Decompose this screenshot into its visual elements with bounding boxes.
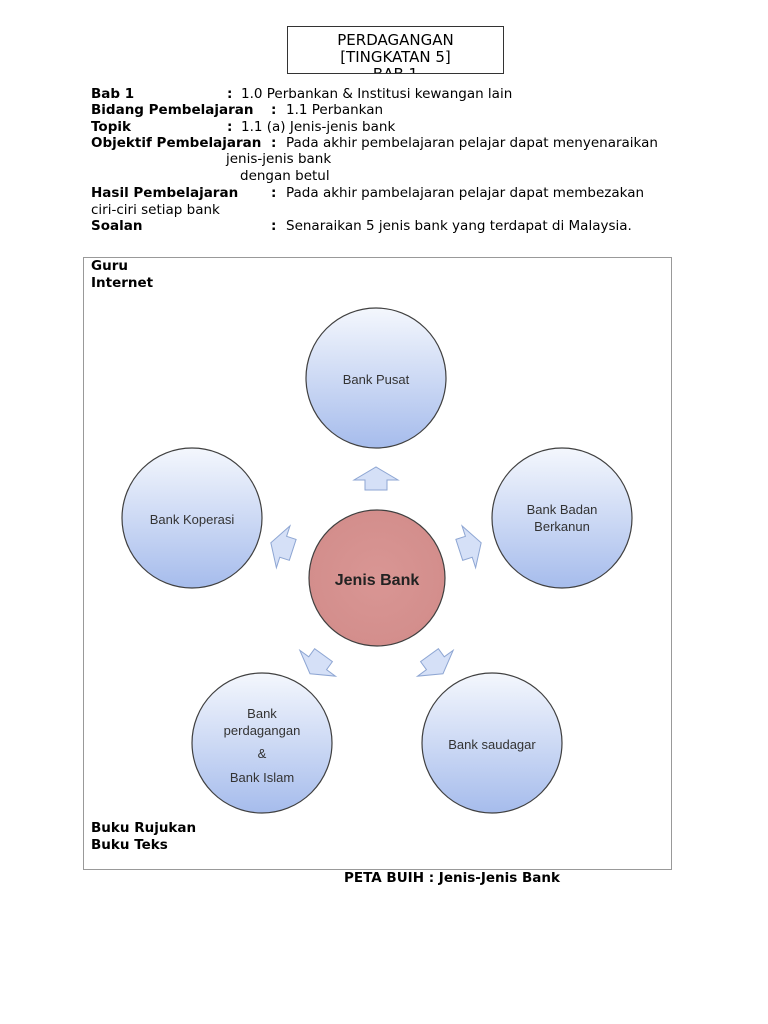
meta-label: Objektif Pembelajaran — [91, 135, 262, 151]
meta-value-continued: jenis-jenis bank — [226, 151, 332, 167]
source-internet: Internet — [91, 274, 154, 291]
meta-row-objektif: Objektif Pembelajaran : Pada akhir pembe… — [91, 135, 691, 187]
bubble-map-frame: Guru Internet Bank Pusat — [83, 257, 672, 870]
meta-value: Pada akhir pambelajaran pelajar dapat me… — [286, 185, 645, 201]
source-buku-teks: Buku Teks — [91, 836, 168, 853]
arrow-to-bank-perdagangan — [298, 647, 338, 677]
title-box: PERDAGANGAN [TINGKATAN 5] BAB 1 — [287, 26, 504, 74]
meta-value: 1.0 Perbankan & Institusi kewangan lain — [241, 86, 513, 102]
node-label: Bank Islam — [230, 770, 294, 785]
title-line-1: PERDAGANGAN — [337, 31, 454, 49]
source-buku-rujukan: Buku Rujukan — [91, 820, 197, 836]
node-bank-saudagar: Bank saudagar — [421, 672, 563, 814]
meta-value: 1.1 Perbankan — [286, 102, 384, 118]
node-label: Bank Koperasi — [150, 512, 235, 527]
node-label: Bank Pusat — [343, 372, 410, 387]
arrow-to-bank-pusat — [352, 466, 400, 491]
meta-value-continued: ciri-ciri setiap bank — [91, 202, 220, 218]
figure-caption: PETA BUIH : Jenis-Jenis Bank — [344, 870, 560, 886]
center-label: Jenis Bank — [335, 572, 420, 589]
arrow-to-bank-koperasi — [270, 524, 297, 570]
meta-colon: : — [271, 218, 277, 234]
meta-row-hasil: Hasil Pembelajaran : Pada akhir pambelaj… — [91, 185, 691, 219]
node-label: Berkanun — [534, 519, 590, 534]
sources-bottom: Buku Rujukan Buku Teks — [91, 820, 196, 853]
meta-colon: : — [271, 135, 277, 151]
meta-value: 1.1 (a) Jenis-jenis bank — [241, 119, 396, 135]
title-line-3: BAB 1 — [372, 65, 419, 74]
node-bank-koperasi: Bank Koperasi — [121, 447, 263, 589]
node-bank-pusat: Bank Pusat — [305, 307, 447, 449]
meta-row-bidang: Bidang Pembelajaran : 1.1 Perbankan — [91, 102, 691, 119]
meta-value: Senaraikan 5 jenis bank yang terdapat di… — [286, 218, 632, 234]
arrow-to-bank-badan-berkanun — [455, 524, 482, 570]
node-bank-perdagangan-islam: Bank perdagangan & Bank Islam — [191, 672, 333, 814]
bubble-map: Bank Pusat Bank Badan Berkanun Bank saud… — [121, 307, 633, 814]
meta-label: Bidang Pembelajaran — [91, 102, 254, 118]
meta-colon: : — [271, 102, 277, 118]
meta-row-soalan: Soalan : Senaraikan 5 jenis bank yang te… — [91, 218, 691, 235]
meta-value-continued: dengan betul — [240, 168, 330, 184]
meta-value: Pada akhir pembelajaran pelajar dapat me… — [286, 135, 658, 151]
node-label: perdagangan — [224, 723, 301, 738]
arrow-to-bank-saudagar — [415, 647, 455, 677]
node-label: Bank — [247, 706, 277, 721]
meta-label: Topik — [91, 119, 131, 135]
meta-label: Soalan — [91, 218, 143, 234]
node-bank-badan-berkanun: Bank Badan Berkanun — [491, 447, 633, 589]
center-node-jenis-bank: Jenis Bank — [308, 509, 446, 647]
meta-label: Hasil Pembelajaran — [91, 185, 239, 201]
source-guru: Guru — [91, 258, 128, 274]
meta-colon: : — [227, 86, 233, 102]
node-label: & — [258, 746, 267, 761]
meta-row-bab: Bab 1 : 1.0 Perbankan & Institusi kewang… — [91, 86, 691, 103]
node-label: Bank saudagar — [448, 737, 536, 752]
meta-label: Bab 1 — [91, 86, 135, 102]
sources-top: Guru Internet — [91, 258, 153, 291]
node-label: Bank Badan — [527, 502, 598, 517]
meta-row-topik: Topik : 1.1 (a) Jenis-jenis bank — [91, 119, 691, 136]
meta-colon: : — [227, 119, 233, 135]
title-line-2: [TINGKATAN 5] — [340, 48, 451, 66]
meta-colon: : — [271, 185, 277, 201]
